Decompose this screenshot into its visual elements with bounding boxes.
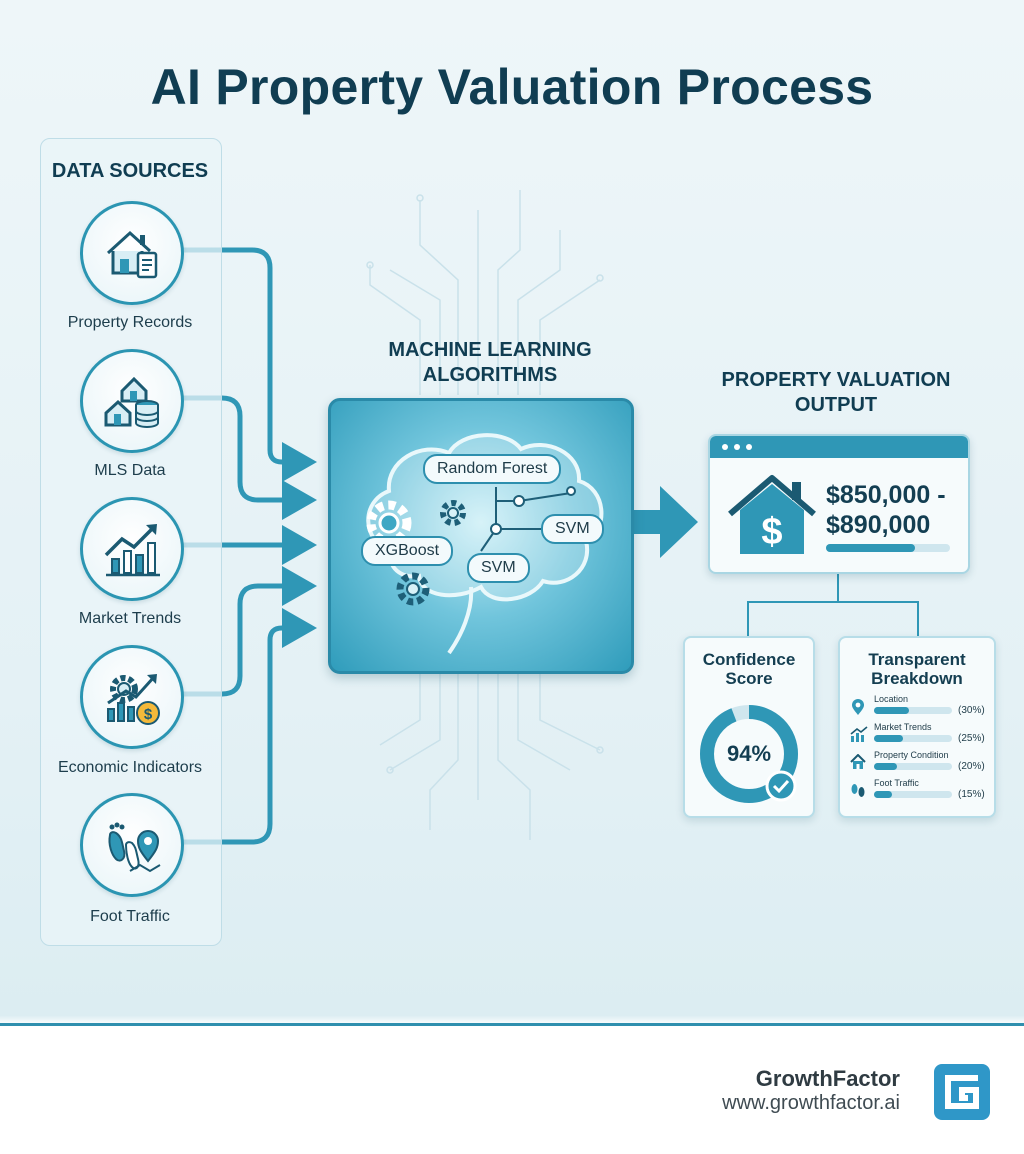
house-dollar-icon: $	[728, 475, 816, 554]
check-badge-icon	[765, 770, 797, 802]
gear-icon	[396, 572, 430, 606]
confidence-gauge: 94%	[700, 705, 798, 803]
window-title-bar	[710, 436, 968, 458]
breakdown-fill	[874, 735, 904, 742]
breakdown-label: Location	[874, 694, 909, 704]
price-range-track	[826, 544, 950, 552]
foot-traffic-circle	[80, 793, 184, 897]
circuit-decoration-top	[366, 190, 604, 395]
breakdown-row-market-trends: Market Trends (25%)	[850, 722, 990, 746]
ml-heading: MACHINE LEARNING ALGORITHMS	[340, 338, 640, 388]
model-pill-random-forest: Random Forest	[423, 454, 562, 484]
source-label-economic-indicators: Economic Indicators	[57, 759, 203, 776]
house-icon	[850, 754, 866, 769]
confidence-score-card: Confidence Score 94%	[683, 636, 815, 818]
confidence-title: Confidence Score	[685, 650, 813, 688]
breakdown-label: Foot Traffic	[874, 778, 919, 788]
brand-name: GrowthFactor	[755, 1066, 900, 1091]
houses-database-icon	[104, 376, 159, 428]
map-pin-icon	[852, 699, 864, 715]
breakdown-fill	[874, 707, 910, 714]
output-heading-line2: OUTPUT	[794, 394, 878, 416]
model-pill-svm-2: SVM	[467, 553, 530, 583]
breakdown-row-location: Location (30%)	[850, 694, 990, 718]
breakdown-track	[874, 735, 952, 742]
footprints-icon	[851, 784, 865, 797]
breakdown-title-line2: Breakdown	[871, 669, 963, 688]
price-range-line1: $850,000 -	[826, 481, 946, 509]
property-records-circle	[80, 201, 184, 305]
gear-icon	[440, 500, 466, 526]
page-title: AI Property Valuation Process	[150, 59, 874, 115]
ml-heading-line2: ALGORITHMS	[422, 364, 558, 386]
circuit-decoration-bottom	[379, 672, 604, 840]
ml-heading-line1: MACHINE LEARNING	[388, 339, 592, 361]
breakdown-track	[874, 763, 952, 770]
breakdown-track	[874, 707, 952, 714]
svg-text:$: $	[144, 706, 153, 723]
footprints-map-pin-icon	[108, 822, 161, 873]
valuation-output-card: $ $850,000 - $890,000	[708, 434, 970, 574]
footer-divider	[0, 1023, 1024, 1026]
source-arrows	[182, 247, 317, 845]
output-heading: PROPERTY VALUATION OUTPUT	[706, 368, 966, 418]
output-heading-line1: PROPERTY VALUATION	[721, 369, 951, 391]
price-range-fill	[826, 544, 916, 552]
model-pill-svm-1: SVM	[541, 514, 604, 544]
source-label-property-records: Property Records	[67, 314, 193, 331]
window-dot	[734, 444, 740, 450]
arrow-property-records	[182, 247, 317, 482]
economic-indicators-circle: $	[80, 645, 184, 749]
breakdown-row-property-condition: Property Condition (20%)	[850, 750, 990, 774]
arrow-mls-data	[182, 395, 317, 520]
transparent-breakdown-card: Transparent Breakdown Location (30%) Mar…	[838, 636, 996, 818]
breakdown-percent: (30%)	[958, 705, 985, 716]
source-label-mls-data: MLS Data	[94, 462, 166, 479]
breakdown-fill	[874, 791, 892, 798]
confidence-title-line2: Score	[725, 669, 773, 688]
source-label-market-trends: Market Trends	[78, 610, 182, 627]
trend-chart-icon	[850, 726, 868, 742]
breakdown-title-line1: Transparent	[868, 650, 966, 669]
breakdown-label: Market Trends	[874, 722, 932, 732]
breakdown-percent: (20%)	[958, 761, 985, 772]
breakdown-label: Property Condition	[874, 750, 949, 760]
breakdown-row-foot-traffic: Foot Traffic (15%)	[850, 778, 990, 802]
source-label-foot-traffic: Foot Traffic	[90, 908, 170, 925]
breakdown-track	[874, 791, 952, 798]
trend-chart-icon	[104, 524, 160, 577]
window-dot	[746, 444, 752, 450]
data-sources-heading: DATA SOURCES	[51, 160, 209, 182]
arrow-foot-traffic	[182, 608, 317, 845]
house-document-icon	[106, 230, 158, 279]
mls-data-circle	[80, 349, 184, 453]
gauge-arc	[700, 705, 798, 803]
g-logo-icon	[945, 1075, 979, 1109]
arrow-economic-indicators	[182, 566, 317, 697]
ml-to-output-arrow	[628, 486, 698, 558]
breakdown-percent: (15%)	[958, 789, 985, 800]
confidence-value: 94%	[727, 741, 771, 766]
ml-algorithms-box: Random Forest SVM XGBoost SVM	[328, 398, 634, 674]
price-range-line2: $890,000	[826, 511, 931, 539]
output-tree-lines	[747, 572, 919, 636]
breakdown-title: Transparent Breakdown	[840, 650, 994, 688]
model-pill-xgboost: XGBoost	[361, 536, 454, 566]
confidence-title-line1: Confidence	[702, 650, 796, 669]
gear-chart-dollar-icon: $	[107, 674, 160, 725]
brand-url[interactable]: www.growthfactor.ai	[722, 1092, 900, 1114]
market-trends-circle	[80, 497, 184, 601]
breakdown-fill	[874, 763, 898, 770]
svg-text:$: $	[761, 511, 782, 553]
brand-logo	[934, 1064, 990, 1120]
breakdown-percent: (25%)	[958, 733, 985, 744]
window-dot	[722, 444, 728, 450]
